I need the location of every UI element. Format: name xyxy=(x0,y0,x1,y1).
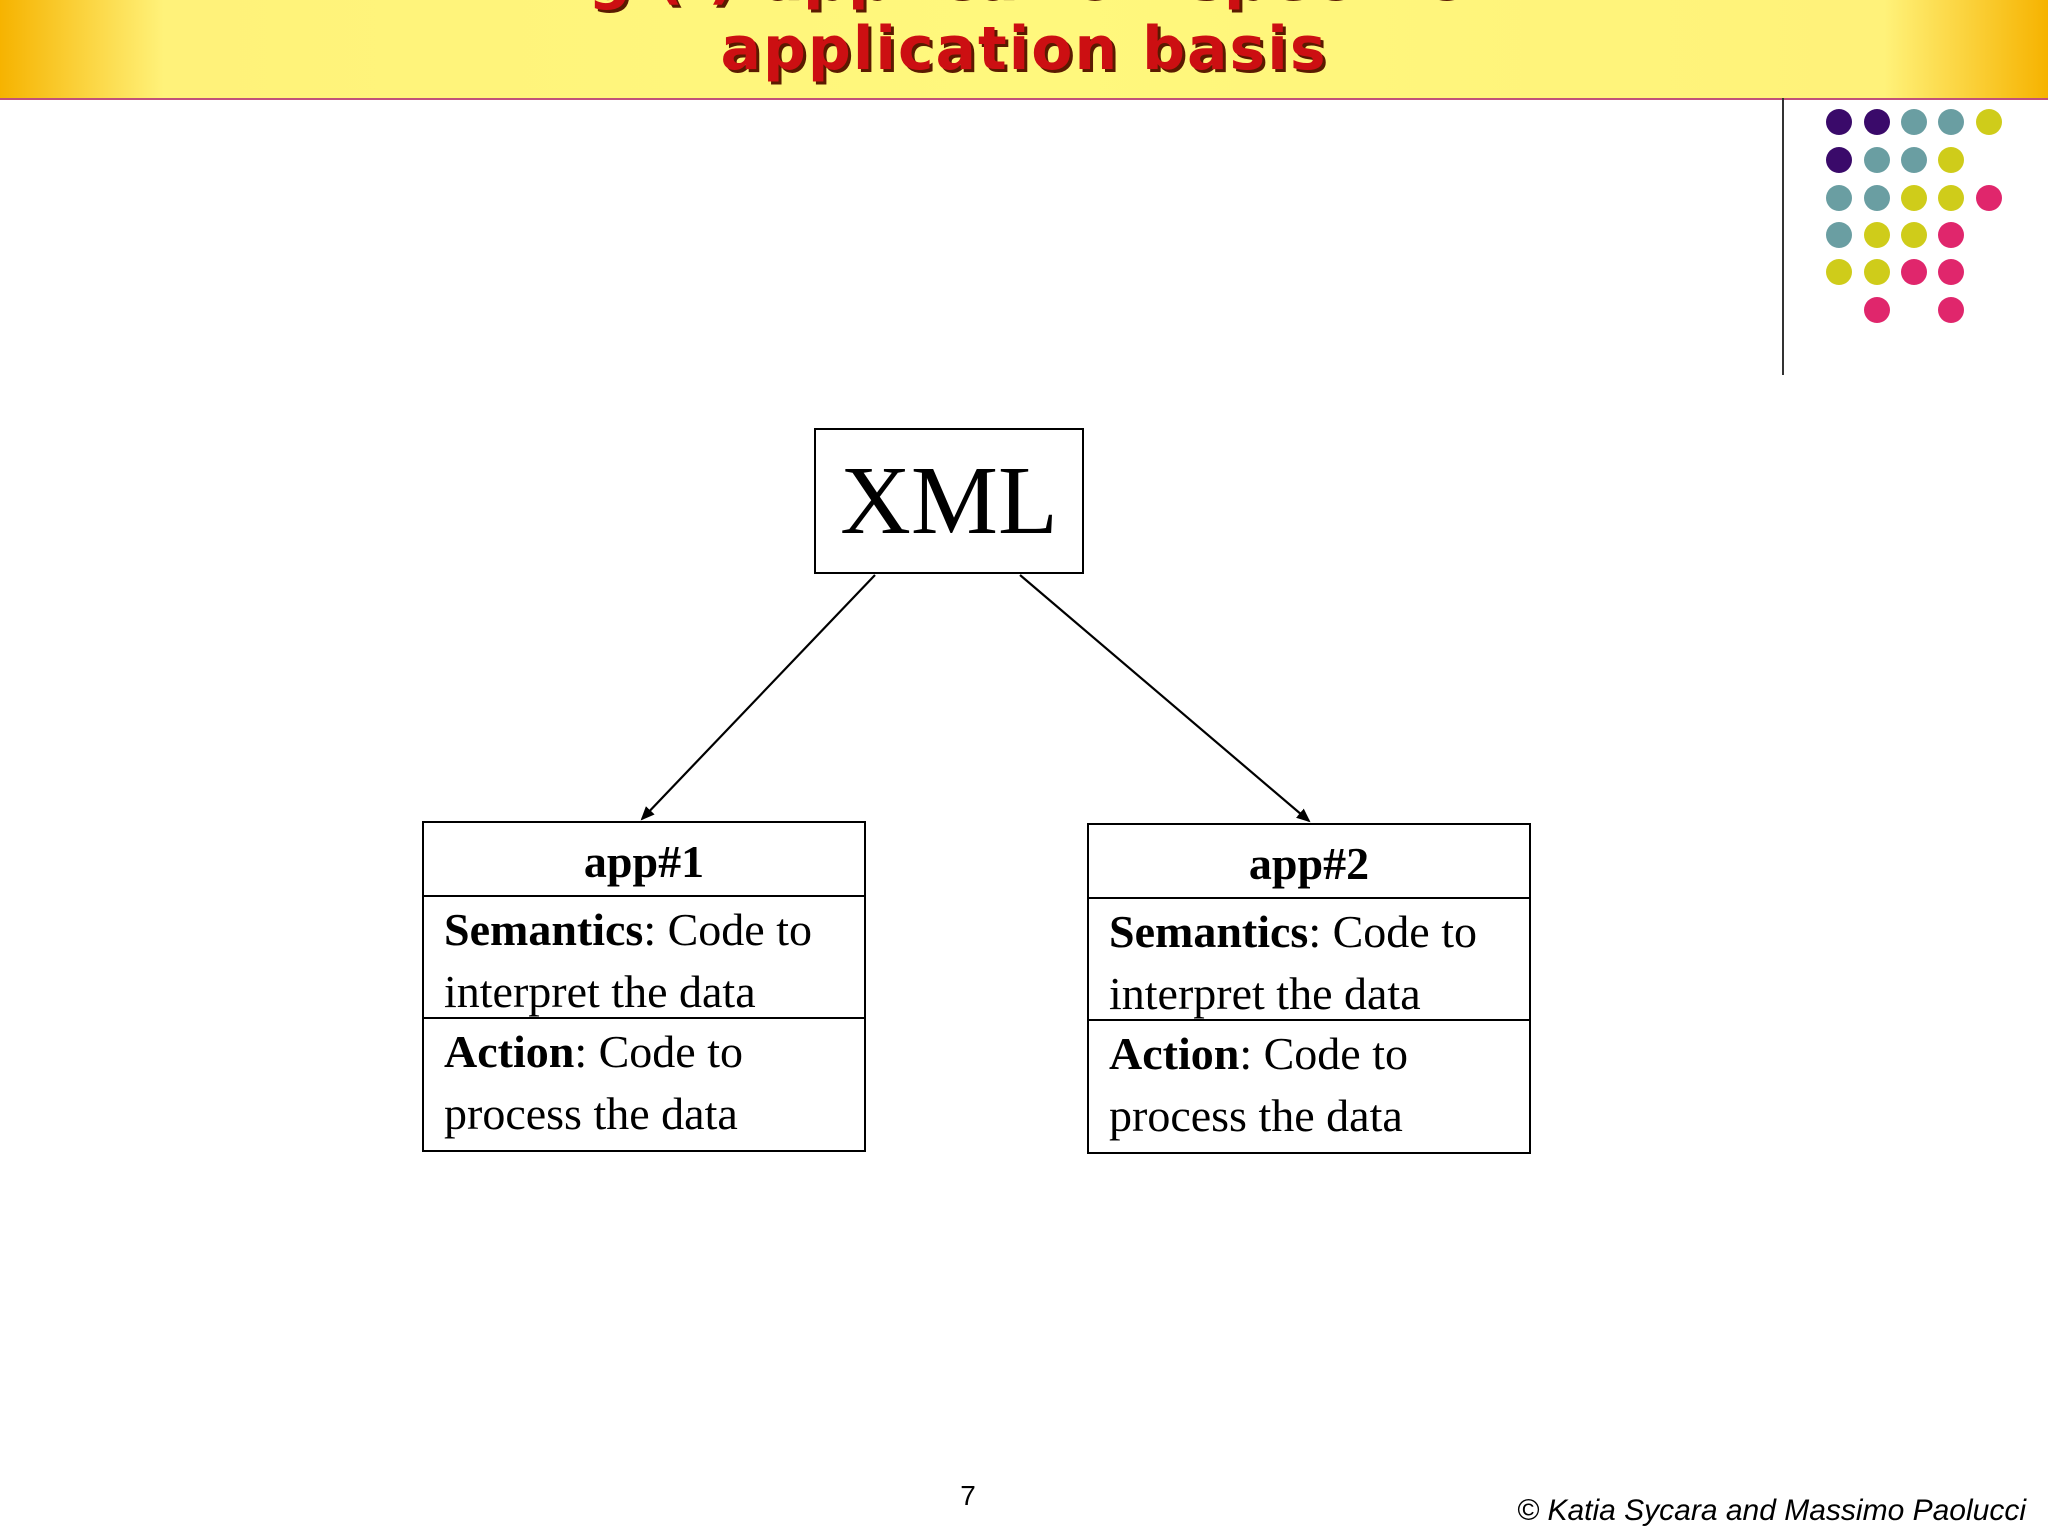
decorative-dot xyxy=(1864,259,1890,285)
decorative-dot xyxy=(1864,109,1890,135)
decorative-dot xyxy=(1826,185,1852,211)
semantics-text: : Code to interpret the data xyxy=(1109,906,1477,1019)
xml-node-label: XML xyxy=(840,447,1058,555)
arrow-xml-to-app1 xyxy=(640,574,876,821)
app-2-semantics: Semantics: Code to interpret the data xyxy=(1089,901,1529,1021)
decorative-dot xyxy=(1826,109,1852,135)
decorative-dot xyxy=(1901,185,1927,211)
copyright-footer: © Katia Sycara and Massimo Paolucci xyxy=(1517,1494,2026,1527)
app-1-header: app#1 xyxy=(424,823,864,897)
decorative-dot xyxy=(1938,185,1964,211)
app-1-name: app#1 xyxy=(583,836,705,887)
semantics-text: : Code to interpret the data xyxy=(444,904,812,1017)
decorative-dot xyxy=(1938,222,1964,248)
decorative-dot xyxy=(1826,222,1852,248)
app-2-node: app#2 Semantics: Code to interpret the d… xyxy=(1087,823,1531,1154)
action-label: Action xyxy=(444,1026,575,1077)
decorative-dot xyxy=(1938,259,1964,285)
decorative-dot xyxy=(1938,109,1964,135)
action-text: : Code to process the data xyxy=(444,1026,743,1139)
decorative-dot xyxy=(1901,259,1927,285)
app-1-action: Action: Code to process the data xyxy=(424,1021,864,1149)
decorative-dot xyxy=(1901,222,1927,248)
decorative-divider xyxy=(1782,98,1784,375)
decorative-dot xyxy=(1864,185,1890,211)
semantics-label: Semantics xyxy=(444,904,644,955)
decorative-dot xyxy=(1938,147,1964,173)
app-1-semantics: Semantics: Code to interpret the data xyxy=(424,899,864,1019)
decorative-dot xyxy=(1864,147,1890,173)
decorative-dot xyxy=(1901,147,1927,173)
decorative-dot xyxy=(1826,147,1852,173)
arrow-xml-to-app2 xyxy=(1019,574,1311,823)
slide-title-line-1: g ( ) application-specific xyxy=(0,0,2048,12)
app-2-action: Action: Code to process the data xyxy=(1089,1023,1529,1151)
title-bar: g ( ) application-specific application b… xyxy=(0,0,2048,100)
slide-title-line-2: application basis xyxy=(720,14,1328,84)
decorative-dot xyxy=(1901,109,1927,135)
decorative-dot xyxy=(1826,259,1852,285)
decorative-dot xyxy=(1864,222,1890,248)
app-2-header: app#2 xyxy=(1089,825,1529,899)
action-text: : Code to process the data xyxy=(1109,1028,1408,1141)
decorative-dot xyxy=(1976,109,2002,135)
page-number: 7 xyxy=(960,1480,976,1511)
semantics-label: Semantics xyxy=(1109,906,1309,957)
decorative-dot xyxy=(1976,185,2002,211)
decorative-dot-grid xyxy=(0,0,2048,400)
app-1-node: app#1 Semantics: Code to interpret the d… xyxy=(422,821,866,1152)
app-2-name: app#2 xyxy=(1248,838,1370,889)
action-label: Action xyxy=(1109,1028,1240,1079)
decorative-dot xyxy=(1864,297,1890,323)
xml-node: XML xyxy=(814,428,1084,574)
decorative-dot xyxy=(1938,297,1964,323)
